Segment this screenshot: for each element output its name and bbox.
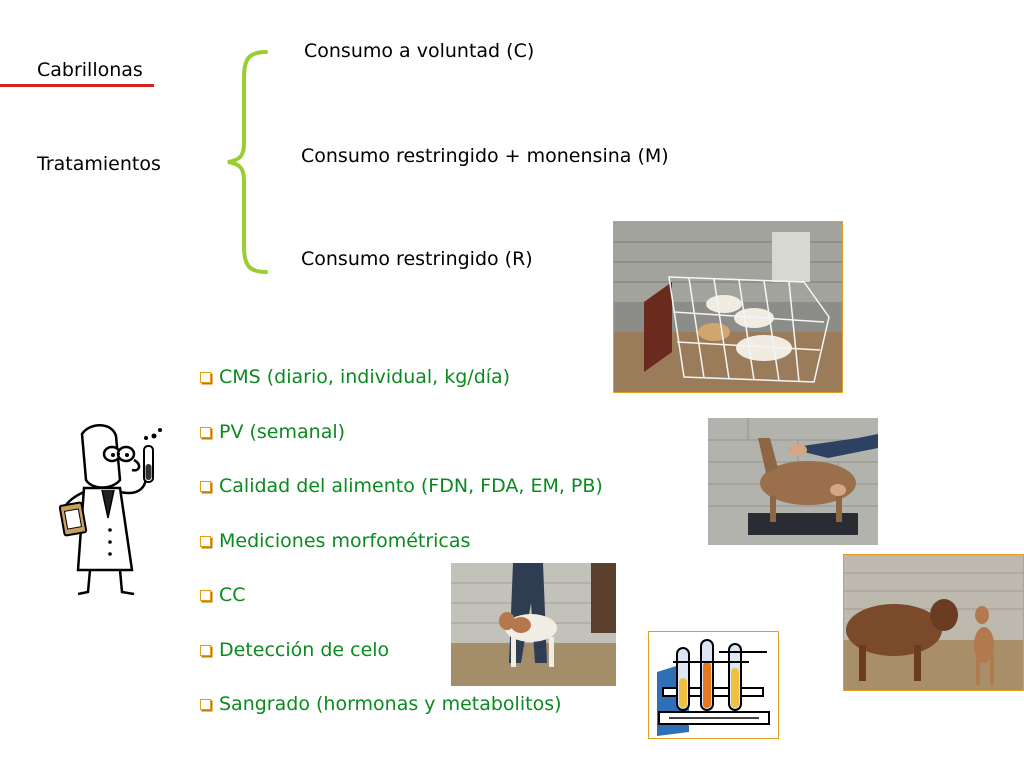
list-item: Mediciones morfométricas xyxy=(200,530,470,552)
list-item-label: PV (semanal) xyxy=(219,421,346,443)
list-item: Detección de celo xyxy=(200,639,389,661)
title-underline xyxy=(0,84,154,87)
list-item: CC xyxy=(200,584,246,606)
list-item: PV (semanal) xyxy=(200,421,345,443)
goats-pair-photo xyxy=(843,554,1024,691)
list-item-label: Sangrado (hormonas y metabolitos) xyxy=(219,693,562,715)
checkbox-bullet-icon xyxy=(200,698,211,710)
checkbox-bullet-icon xyxy=(200,371,211,383)
list-item: Calidad del alimento (FDN, FDA, EM, PB) xyxy=(200,475,603,497)
checkbox-bullet-icon xyxy=(200,426,211,438)
list-item-label: CMS (diario, individual, kg/día) xyxy=(219,366,511,388)
brace-graphic xyxy=(227,50,268,274)
checkbox-bullet-icon xyxy=(200,535,211,547)
goat-weighing-photo xyxy=(708,418,878,545)
goat-measuring-photo xyxy=(451,563,616,686)
list-item-label: CC xyxy=(219,584,246,606)
list-item: CMS (diario, individual, kg/día) xyxy=(200,366,510,388)
checkbox-bullet-icon xyxy=(200,589,211,601)
treatment-item: Consumo restringido (R) xyxy=(301,248,533,270)
section-title: Cabrillonas xyxy=(37,59,143,81)
checkbox-bullet-icon xyxy=(200,480,211,492)
treatment-item: Consumo restringido + monensina (M) xyxy=(301,145,669,167)
list-item-label: Mediciones morfométricas xyxy=(219,530,471,552)
list-item-label: Calidad del alimento (FDN, FDA, EM, PB) xyxy=(219,475,603,497)
treatment-item: Consumo a voluntad (C) xyxy=(304,40,535,62)
treatments-label: Tratamientos xyxy=(37,153,161,175)
checkbox-bullet-icon xyxy=(200,644,211,656)
scientist-clipart xyxy=(58,424,162,596)
goats-in-pen-photo xyxy=(613,221,843,393)
list-item: Sangrado (hormonas y metabolitos) xyxy=(200,693,562,715)
list-item-label: Detección de celo xyxy=(219,639,390,661)
test-tubes-clipart xyxy=(648,631,779,739)
